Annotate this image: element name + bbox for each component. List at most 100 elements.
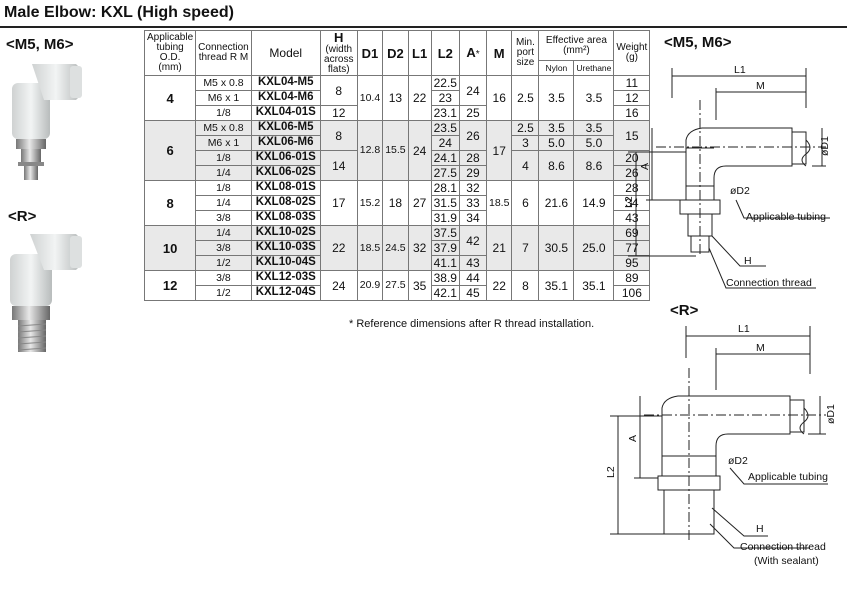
label-r-left: <R> [8,208,37,225]
cell-a: 32 [458,180,487,196]
m5m6-m-label: M [756,80,765,92]
cell-w: 15 [613,120,651,151]
cell-l2: 31.5 [430,195,460,211]
header-l2: L2 [430,30,460,76]
cell-d2: 18 [382,180,409,226]
cell-a: 26 [458,120,487,151]
r-d1-label: øD1 [825,404,837,424]
cell-d1: 18.5 [356,225,384,271]
page-title: Male Elbow: KXL (High speed) [4,4,234,21]
cell-model: KXL04-M5 [250,75,321,91]
cell-w: 12 [613,90,651,106]
header-a-letter: A [466,45,476,60]
r-a-label: A [627,435,639,442]
cell-model: KXL08-03S [250,210,321,226]
cell-thread: 3/8 [195,240,252,256]
cell-thread: M6 x 1 [195,135,252,151]
header-d2: D2 [382,30,409,76]
cell-h: 24 [319,270,358,301]
header-h-letter: H [334,30,344,45]
r-release-button [789,399,805,433]
header-thread: Connection thread R M [195,30,252,76]
spec-table: Applicable tubing O.D. (mm) Connection t… [143,30,651,301]
cell-h: 14 [319,150,358,181]
cell-nylon: 8.6 [538,150,575,181]
cell-a: 44 [458,270,487,286]
cell-h: 12 [319,105,358,121]
cell-model: KXL10-03S [250,240,321,256]
cell-ure: 25.0 [573,225,615,271]
label-m5m6-right: <M5, M6> [664,34,732,51]
cell-l1: 27 [407,180,432,226]
cell-l2: 24 [430,135,460,151]
cell-ure: 5.0 [573,135,615,151]
cell-d2: 24.5 [382,225,409,271]
cell-a: 43 [458,255,487,271]
cell-thread: 1/2 [195,285,252,301]
cell-nylon: 30.5 [538,225,575,271]
cell-ure: 8.6 [573,150,615,181]
cell-od: 10 [143,225,197,271]
cell-w: 106 [613,285,651,301]
m5m6-l2-label: L2 [623,196,635,208]
title-rule [0,26,847,28]
cell-d2: 15.5 [382,120,409,181]
r-dimension-drawing: L1 M øD1 øD2 A L2 Applicable tubing H Co… [605,323,837,567]
cell-d1: 12.8 [356,120,384,181]
header-h: H(width across flats) [319,30,358,76]
cell-thread: M6 x 1 [195,90,252,106]
cell-l2: 27.5 [430,165,460,181]
cell-w: 16 [613,105,651,121]
cell-thread: 1/8 [195,180,252,196]
header-model: Model [250,30,321,76]
cell-port: 7 [511,225,540,271]
cell-a: 42 [458,225,487,256]
r-tubing-label: Applicable tubing [748,471,828,483]
cell-w: 34 [613,195,651,211]
cell-m: 18.5 [485,180,513,226]
cell-ure: 35.1 [573,270,615,301]
header-a-star: * [475,49,480,60]
cell-thread: 1/4 [195,165,252,181]
cell-od: 12 [143,270,197,301]
m5m6-release-button [791,131,807,165]
header-h-sub: (width across flats) [324,44,354,75]
cell-l2: 31.9 [430,210,460,226]
header-tubing: Applicable tubing O.D. (mm) [143,30,197,76]
cell-thread: M5 x 0.8 [195,75,252,91]
m5m6-h-leader [711,235,766,267]
m5m6-a-label: A [639,163,651,170]
r-sealant-label: (With sealant) [754,555,819,567]
m5m6-tubing-leader [735,199,830,219]
cell-a: 24 [458,75,487,106]
cell-port: 8 [511,270,540,301]
header-effective: Effective area (mm²) [538,30,615,61]
cell-port: 2.5 [511,75,540,121]
cell-l1: 22 [407,75,432,121]
cell-thread: 3/8 [195,210,252,226]
cell-w: 89 [613,270,651,286]
r-fitting-photo [10,234,82,352]
cell-h: 8 [319,120,358,151]
cell-a: 29 [458,165,487,181]
header-m: M [485,30,513,76]
header-urethane: Urethane [573,60,615,76]
header-l1: L1 [407,30,432,76]
cell-model: KXL04-01S [250,105,321,121]
cell-thread: M5 x 0.8 [195,120,252,136]
m5m6-dimension-drawing: L1 M øD1 øD2 A L2 Applicable tubing H Co… [623,64,831,289]
cell-h: 22 [319,225,358,271]
cell-thread: 1/2 [195,255,252,271]
cell-l2: 24.1 [430,150,460,166]
cell-a: 28 [458,150,487,166]
cell-od: 4 [143,75,197,121]
cell-thread: 1/4 [195,195,252,211]
cell-l2: 37.5 [430,225,460,241]
cell-ure: 3.5 [573,120,615,136]
